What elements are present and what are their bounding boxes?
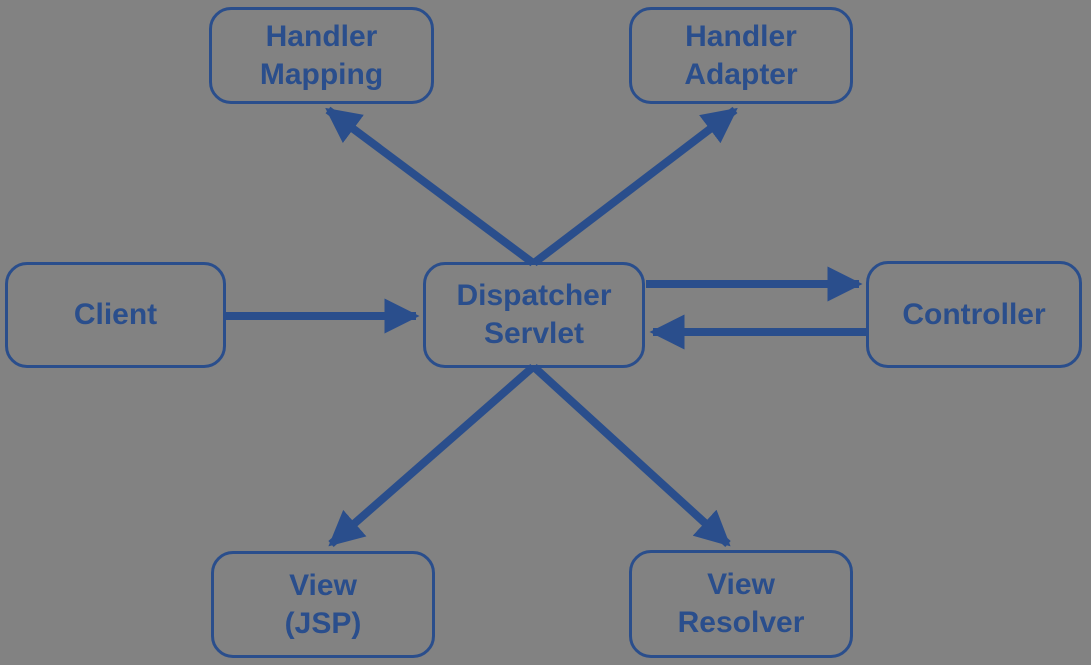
node-label-line: Client xyxy=(73,298,158,331)
node-label-line: View xyxy=(289,568,357,602)
arrow-dispatcher-to-view-jsp xyxy=(328,363,536,548)
node-view-jsp: View (JSP) xyxy=(211,551,435,658)
node-label-line: Adapter xyxy=(684,57,798,91)
arrow-dispatcher-to-view-resolver xyxy=(531,364,731,547)
node-label-line: Servlet xyxy=(483,317,585,350)
node-label-line: Resolver xyxy=(677,606,805,639)
node-controller: Controller xyxy=(866,261,1082,368)
node-label-line: Controller xyxy=(902,297,1046,331)
arrow-dispatcher-to-handler-mapping xyxy=(325,106,536,267)
node-handler-adapter: Handler Adapter xyxy=(629,7,853,104)
node-client: Client xyxy=(5,262,226,368)
node-label-line: Dispatcher xyxy=(456,279,612,312)
node-dispatcher-servlet: Dispatcher Servlet xyxy=(423,262,645,368)
node-label-line: Handler xyxy=(685,19,797,53)
node-handler-mapping: Handler Mapping xyxy=(209,7,434,104)
node-label-line: (JSP) xyxy=(284,606,362,640)
node-label-line: Mapping xyxy=(259,57,384,91)
arrow-dispatcher-to-handler-adapter xyxy=(531,106,738,267)
node-view-resolver: View Resolver xyxy=(629,550,853,658)
node-label-line: View xyxy=(707,568,775,601)
node-label-line: Handler xyxy=(265,19,378,53)
